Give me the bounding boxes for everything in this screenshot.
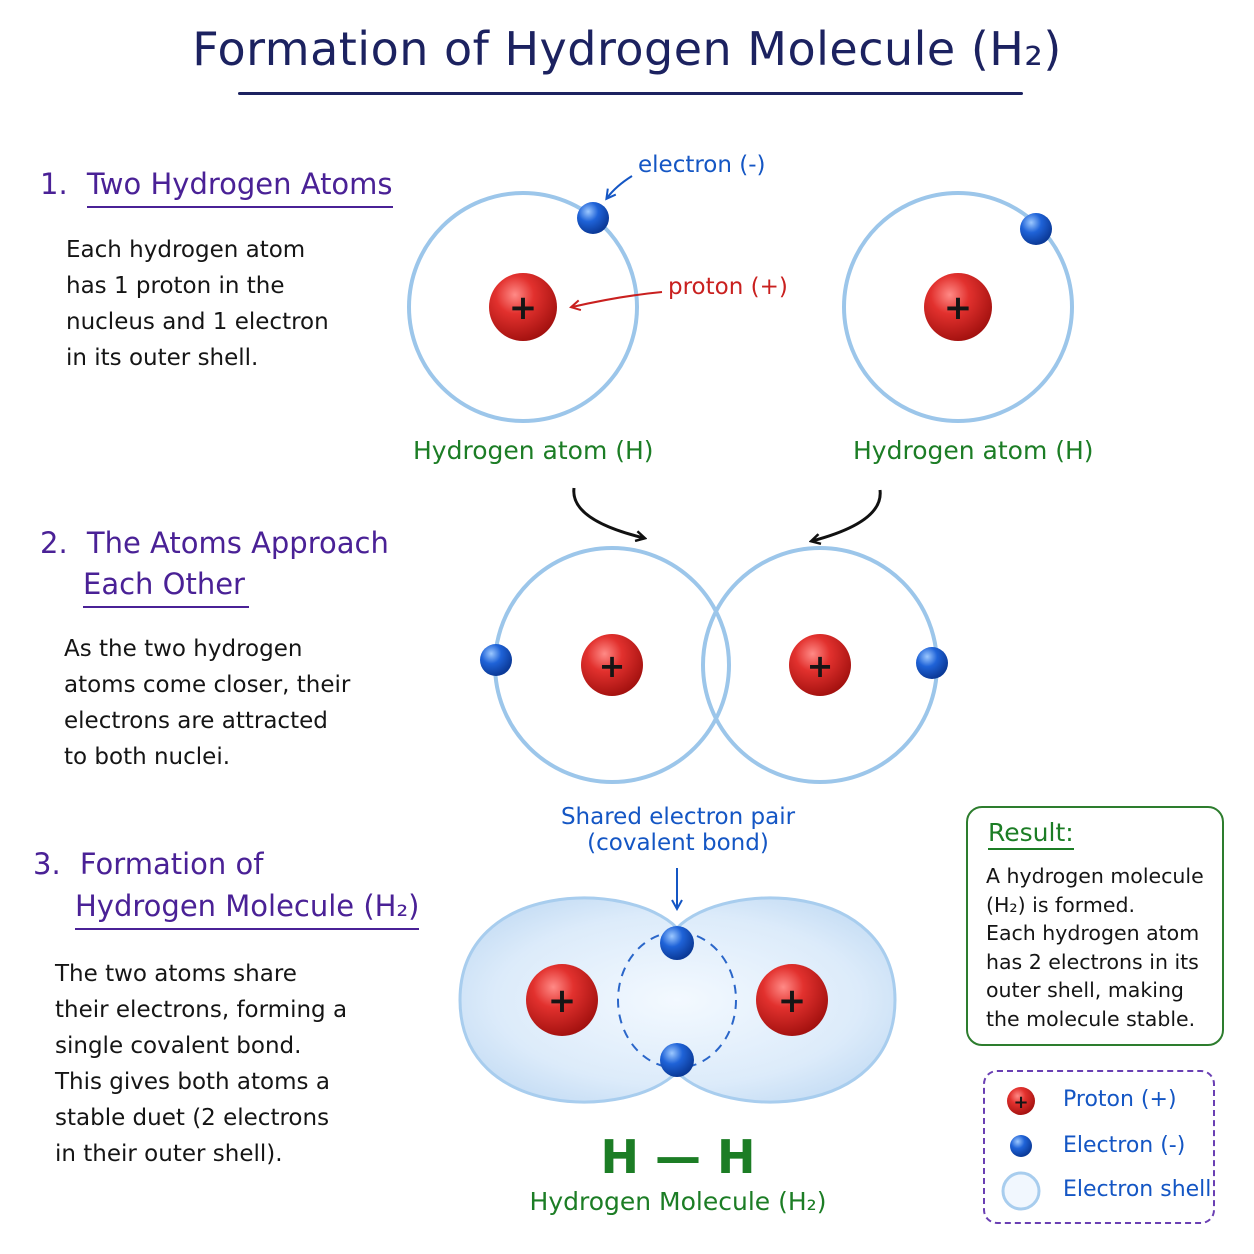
step-3-text-line: their electrons, forming a bbox=[55, 997, 348, 1023]
result-text-line: (H₂) is formed. bbox=[986, 892, 1135, 917]
result-text-line: outer shell, making bbox=[986, 978, 1184, 1002]
electron-shell bbox=[407, 191, 639, 423]
proton-icon-sign: + bbox=[1013, 1092, 1028, 1113]
atom-left bbox=[407, 191, 639, 423]
proton bbox=[789, 634, 851, 696]
step-3-heading-line-2: Hydrogen Molecule (H₂) bbox=[75, 886, 420, 930]
electron bbox=[916, 647, 948, 679]
step-3-text-line: This gives both atoms a bbox=[55, 1069, 330, 1095]
step-1-text: Each hydrogen atom has 1 proton in the n… bbox=[66, 232, 329, 376]
proton-sign: + bbox=[548, 981, 577, 1021]
proton-sign: + bbox=[807, 647, 834, 685]
page-title: Formation of Hydrogen Molecule (H₂) bbox=[192, 22, 1062, 76]
step-1-text-line: has 1 proton in the bbox=[66, 273, 285, 299]
result-box bbox=[966, 806, 1224, 1046]
step-3-text-line: The two atoms share bbox=[55, 961, 297, 987]
step-3-text-line: stable duet (2 electrons bbox=[55, 1105, 330, 1131]
result-title: Result: bbox=[988, 818, 1074, 850]
proton-label: proton (+) bbox=[668, 274, 788, 300]
step-2-heading-line-2: Each Other bbox=[83, 564, 249, 608]
electron-icon bbox=[1010, 1135, 1032, 1157]
legend-label-electron: Electron (-) bbox=[1063, 1133, 1186, 1158]
approaching-atoms bbox=[480, 546, 948, 784]
proton-sign: + bbox=[599, 647, 626, 685]
step-3-number: 3. bbox=[33, 847, 61, 881]
proton-signs: + + + + + + bbox=[509, 288, 973, 1021]
shared-pair-label-line: (covalent bond) bbox=[587, 830, 769, 856]
proton-pointer-arrow bbox=[572, 291, 663, 307]
step-2-heading-line-1: The Atoms Approach bbox=[86, 526, 389, 560]
step-2-number: 2. bbox=[40, 526, 68, 560]
step-3-text: The two atoms share their electrons, for… bbox=[55, 956, 347, 1172]
electron bbox=[1020, 213, 1052, 245]
proton-sign: + bbox=[778, 981, 807, 1021]
proton-sign: + bbox=[509, 288, 538, 328]
atom-label-left: Hydrogen atom (H) bbox=[413, 436, 654, 465]
title-underline bbox=[238, 92, 1023, 95]
atom-right bbox=[842, 191, 1074, 423]
proton bbox=[581, 634, 643, 696]
step-2-text-line: electrons are attracted bbox=[64, 708, 328, 734]
electron-shell bbox=[842, 191, 1074, 423]
step-1-heading-line-1: Two Hydrogen Atoms bbox=[86, 164, 393, 208]
step-1-heading: 1. Two Hydrogen Atoms bbox=[40, 164, 393, 208]
shared-electron bbox=[660, 1043, 694, 1077]
step-3-text-line: single covalent bond. bbox=[55, 1033, 302, 1059]
electron bbox=[480, 644, 512, 676]
atom-label-right: Hydrogen atom (H) bbox=[853, 436, 1094, 465]
step-2-text-line: As the two hydrogen bbox=[64, 636, 303, 662]
shared-pair-label: Shared electron pair (covalent bond) bbox=[560, 804, 796, 856]
proton bbox=[924, 273, 992, 341]
proton-icon bbox=[1007, 1087, 1035, 1115]
electron bbox=[577, 202, 609, 234]
electron-label: electron (-) bbox=[638, 152, 766, 178]
shared-electron bbox=[660, 926, 694, 960]
approach-arrow-right bbox=[812, 489, 882, 541]
approach-arrow-left bbox=[572, 487, 644, 538]
legend-label-shell: Electron shell bbox=[1063, 1177, 1212, 1202]
step-3-heading-line-1: Formation of bbox=[79, 847, 264, 881]
step-2-text: As the two hydrogen atoms come closer, t… bbox=[64, 631, 350, 775]
legend-label-proton: Proton (+) bbox=[1063, 1087, 1177, 1112]
step-1-text-line: in its outer shell. bbox=[66, 345, 259, 371]
step-1-text-line: nucleus and 1 electron bbox=[66, 309, 329, 335]
result-text-line: A hydrogen molecule bbox=[986, 864, 1204, 888]
step-1-number: 1. bbox=[40, 167, 68, 201]
result-text-line: Each hydrogen atom bbox=[986, 921, 1200, 945]
proton bbox=[489, 273, 557, 341]
step-2-text-line: atoms come closer, their bbox=[64, 672, 351, 698]
result-text-line: has 2 electrons in its bbox=[986, 949, 1199, 974]
step-3-heading: 3. Formation of bbox=[33, 844, 263, 884]
proton-sign: + bbox=[944, 288, 973, 328]
step-1-text-line: Each hydrogen atom bbox=[66, 237, 306, 263]
result-text: A hydrogen molecule (H₂) is formed. Each… bbox=[986, 862, 1218, 1033]
structural-formula: H — H bbox=[600, 1130, 756, 1184]
step-2-text-line: to both nuclei. bbox=[64, 744, 231, 770]
molecule-label: Hydrogen Molecule (H₂) bbox=[529, 1187, 827, 1216]
step-2-heading-cont: Each Other bbox=[83, 564, 249, 608]
proton bbox=[526, 964, 598, 1036]
step-3-heading-cont: Hydrogen Molecule (H₂) bbox=[75, 886, 420, 930]
step-3-text-line: in their outer shell). bbox=[55, 1141, 283, 1167]
electron-shell-icon bbox=[1001, 1171, 1041, 1211]
legend-box bbox=[983, 1070, 1215, 1224]
electron-pointer-arrow bbox=[607, 175, 633, 198]
step-2-heading: 2. The Atoms Approach bbox=[40, 523, 389, 563]
proton bbox=[756, 964, 828, 1036]
shared-pair-label-line: Shared electron pair bbox=[560, 804, 796, 830]
hydrogen-molecule bbox=[458, 896, 897, 1104]
result-text-line: the molecule stable. bbox=[986, 1006, 1196, 1031]
